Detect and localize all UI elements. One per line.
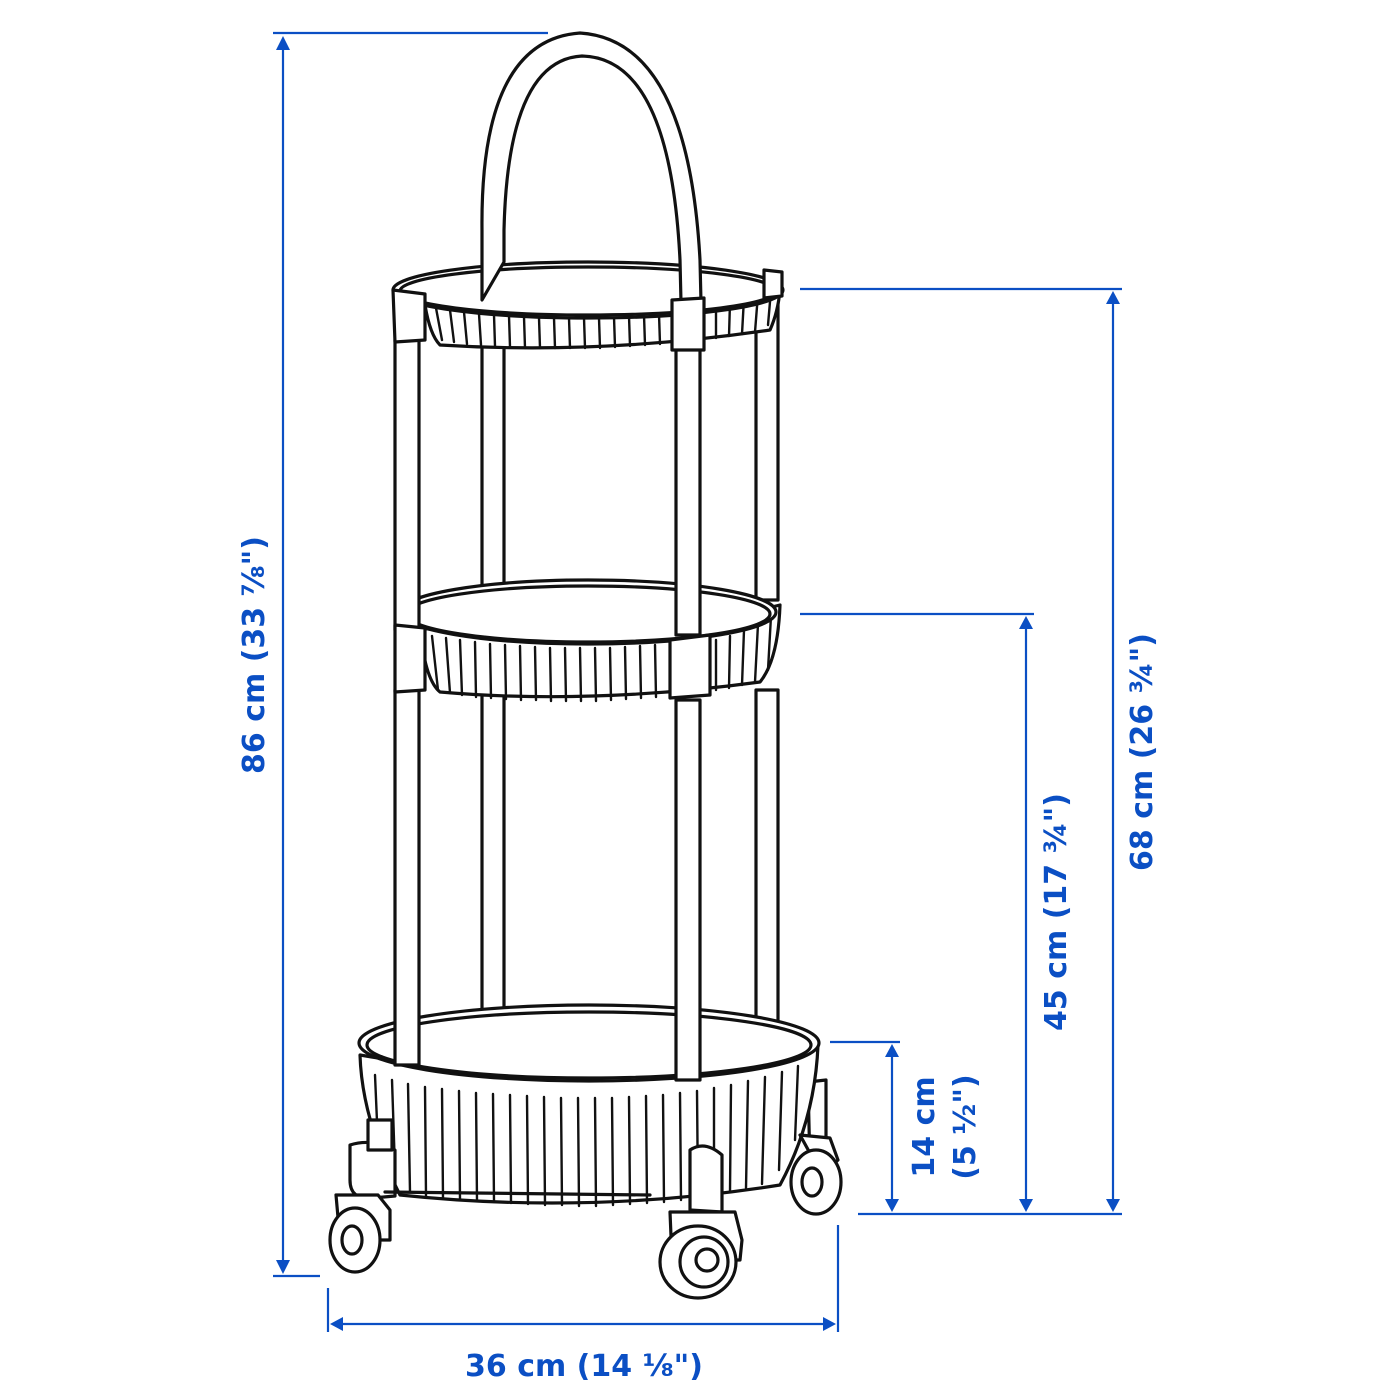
- caster-wheels: [328, 1133, 843, 1300]
- leg-joints-top: [391, 268, 784, 352]
- middle-shelf-flutes: [430, 614, 773, 703]
- back-legs: [480, 298, 780, 1032]
- dimension-diameter: 36 cm (14 ⅛"): [326, 1225, 840, 1384]
- dimension-bottom-shelf-height: 14 cm (5 ½"): [830, 1040, 1122, 1216]
- caster-brackets: [348, 1118, 724, 1214]
- front-legs-lower: [393, 688, 702, 1082]
- bottom-shelf-height-label-in: (5 ½"): [948, 1074, 983, 1179]
- trolley-drawing: [328, 31, 843, 1300]
- diameter-label: 36 cm (14 ⅛"): [465, 1349, 703, 1384]
- top-shelf: [391, 260, 785, 350]
- dimension-middle-shelf-height: 45 cm (17 ¾"): [800, 612, 1074, 1212]
- bottom-shelf: [357, 1003, 828, 1208]
- top-shelf-height-label: 68 cm (26 ¾"): [1125, 633, 1160, 871]
- bottom-shelf-height-label-cm: 14 cm: [907, 1076, 942, 1177]
- total-height-label: 86 cm (33 ⅞"): [237, 536, 272, 774]
- leg-joints-middle: [393, 623, 712, 700]
- middle-shelf: [398, 578, 782, 703]
- dimension-total-height: 86 cm (33 ⅞"): [237, 31, 548, 1278]
- dimension-top-shelf-height: 68 cm (26 ¾"): [800, 287, 1160, 1212]
- middle-shelf-height-label: 45 cm (17 ¾"): [1039, 793, 1074, 1031]
- dimension-annotations: 86 cm (33 ⅞") 68 cm (26 ¾") 45 cm (17 ¾"…: [237, 31, 1160, 1384]
